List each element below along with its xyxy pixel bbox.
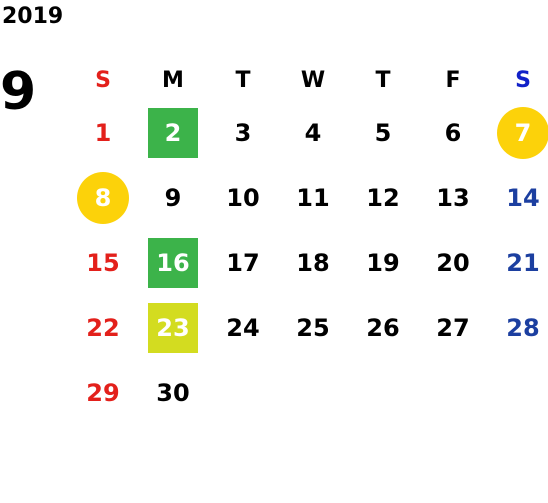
- day-cell[interactable]: 17: [226, 248, 260, 277]
- day-cell[interactable]: 3: [234, 118, 252, 147]
- day-cell[interactable]: 19: [366, 248, 400, 277]
- day-cell[interactable]: 10: [226, 183, 260, 212]
- day-cell[interactable]: 25: [296, 313, 330, 342]
- day-cell[interactable]: 9: [164, 183, 182, 212]
- day-cell-empty: [348, 360, 418, 425]
- day-cell-circled[interactable]: 7: [488, 100, 548, 165]
- day-cell[interactable]: 5: [374, 118, 392, 147]
- day-cell[interactable]: 27: [436, 313, 470, 342]
- day-cell-highlighted[interactable]: 16: [138, 230, 208, 295]
- day-cell[interactable]: 29: [86, 378, 120, 407]
- weekday-header-tuesday: T: [235, 67, 251, 93]
- day-cell[interactable]: 15: [86, 248, 120, 277]
- day-cell[interactable]: 11: [296, 183, 330, 212]
- weekday-header-wednesday: W: [300, 67, 326, 93]
- day-cell[interactable]: 14: [506, 183, 540, 212]
- day-cell[interactable]: 22: [86, 313, 120, 342]
- day-cell[interactable]: 6: [444, 118, 462, 147]
- day-cell[interactable]: 24: [226, 313, 260, 342]
- day-cell-circled[interactable]: 8: [68, 165, 138, 230]
- day-cell-highlighted[interactable]: 2: [138, 100, 208, 165]
- day-cell-empty: [488, 360, 548, 425]
- day-cell[interactable]: 1: [94, 118, 112, 147]
- weekday-header-saturday: S: [515, 67, 531, 93]
- day-cell[interactable]: 13: [436, 183, 470, 212]
- day-cell-empty: [278, 360, 348, 425]
- day-cell[interactable]: 26: [366, 313, 400, 342]
- calendar-year: 2019: [2, 4, 64, 29]
- day-cell[interactable]: 28: [506, 313, 540, 342]
- day-cell[interactable]: 4: [304, 118, 322, 147]
- day-cell[interactable]: 20: [436, 248, 470, 277]
- day-cell-empty: [418, 360, 488, 425]
- day-cell-highlighted[interactable]: 23: [138, 295, 208, 360]
- day-cell[interactable]: 21: [506, 248, 540, 277]
- day-cell[interactable]: 30: [156, 378, 190, 407]
- weekday-header-thursday: T: [375, 67, 391, 93]
- weekday-header-monday: M: [162, 67, 184, 93]
- weekday-header-friday: F: [445, 67, 461, 93]
- calendar-month: 9: [0, 62, 37, 122]
- day-cell[interactable]: 18: [296, 248, 330, 277]
- calendar-grid: S M T W T F S 1 2 3 4 5 6 7 8 9 10 11 12…: [68, 60, 548, 425]
- weekday-header-sunday: S: [95, 67, 111, 93]
- day-cell-empty: [208, 360, 278, 425]
- day-cell[interactable]: 12: [366, 183, 400, 212]
